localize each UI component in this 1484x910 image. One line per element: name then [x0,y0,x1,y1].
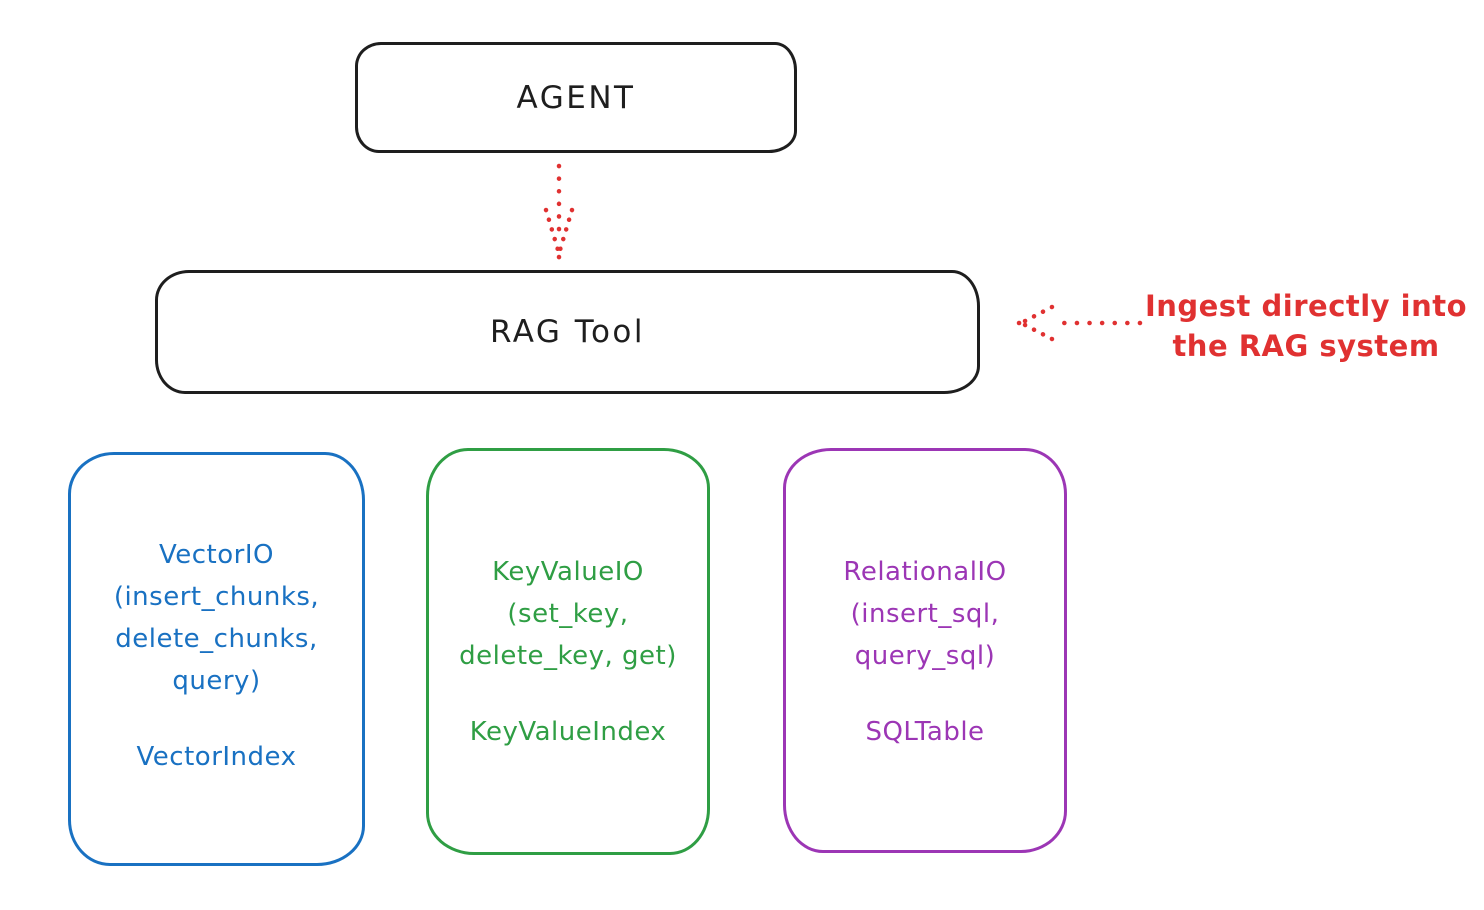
relational-io-methods-line: (insert_sql, [850,599,1000,629]
vector-io-methods-line: delete_chunks, [115,624,318,654]
rag-tool-node[interactable]: RAG Tool [155,270,980,394]
vector-io-methods-line: (insert_chunks, [113,582,320,612]
key-value-index-label: KeyValueIndex [469,717,667,747]
vector-io-node[interactable]: VectorIO (insert_chunks, delete_chunks, … [68,452,365,866]
key-value-io-methods-line: delete_key, get) [459,641,677,671]
relational-io-node[interactable]: RelationalIO (insert_sql, query_sql) SQL… [783,448,1067,853]
relational-io-methods-line: query_sql) [854,641,996,671]
key-value-io-title: KeyValueIO [492,557,644,587]
vector-index-label: VectorIndex [136,742,297,772]
vector-io-title: VectorIO [159,540,274,570]
vector-io-methods-line: query) [172,666,261,696]
key-value-io-methods-line: (set_key, [507,599,629,629]
agent-node[interactable]: AGENT [355,42,797,153]
annotation-to-ragtool-arrow[interactable] [1012,298,1148,350]
sql-table-label: SQLTable [865,717,985,747]
ingest-annotation-line2: the RAG system [1172,329,1440,363]
agent-label: AGENT [516,79,636,116]
relational-io-title: RelationalIO [843,557,1007,587]
ingest-annotation[interactable]: Ingest directly into the RAG system [1128,286,1484,366]
agent-to-ragtool-arrow[interactable] [536,160,582,264]
rag-tool-label: RAG Tool [489,314,646,350]
ingest-annotation-line1: Ingest directly into [1144,289,1468,323]
key-value-io-node[interactable]: KeyValueIO (set_key, delete_key, get) Ke… [426,448,710,855]
